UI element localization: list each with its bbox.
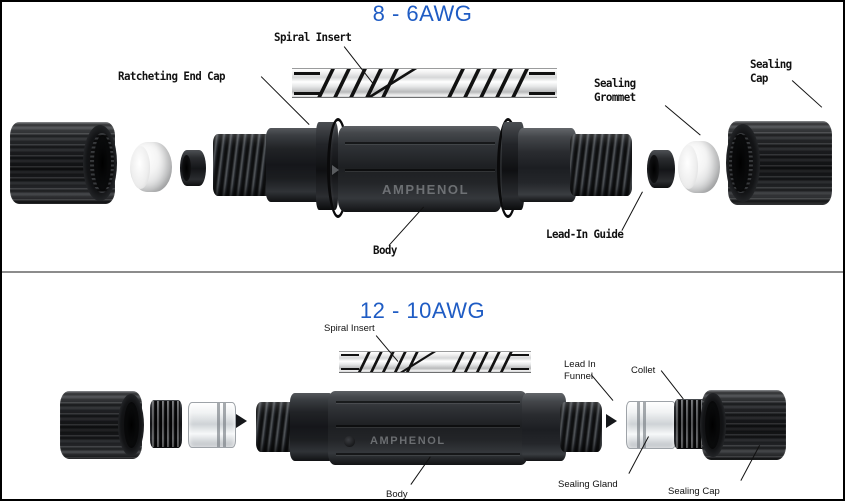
- panel-12-10awg: 12 - 10AWG AMPHENOL: [2, 273, 843, 499]
- part-body-thread-right: [570, 134, 632, 196]
- body-brand-amphenol: AMPHENOL: [370, 435, 446, 447]
- part-sealing-gland-left: [188, 402, 236, 448]
- label-sealing-cap: Sealing Cap: [750, 57, 792, 85]
- part-lead-in-guide-right: [647, 150, 675, 188]
- body-brand-amphenol: AMPHENOL: [382, 182, 470, 197]
- part-sealing-cap-left: [60, 391, 144, 459]
- leader-body: [388, 206, 425, 247]
- leader-collet: [660, 370, 684, 400]
- panel-title-8-6awg: 8 - 6AWG: [372, 2, 473, 26]
- label-sealing-grommet: Sealing Grommet: [594, 76, 636, 104]
- label-lead-in-funnel: Lead In Funnel: [564, 359, 596, 382]
- panel-8-6awg: 8 - 6AWG AMPHENOL: [2, 2, 843, 271]
- label-spiral-insert: Spiral Insert: [324, 323, 375, 334]
- panel-divider: [2, 271, 843, 273]
- part-collet-left: [150, 400, 182, 448]
- grommet-face: [130, 145, 151, 189]
- label-body: Body: [373, 243, 397, 257]
- part-sealing-cap: [726, 121, 832, 205]
- part-sealing-grommet-right: [678, 141, 720, 193]
- cap-bore: [732, 134, 749, 192]
- grommet-face: [678, 144, 699, 190]
- part-spiral-insert: [339, 351, 531, 373]
- cap-bore: [94, 135, 111, 191]
- body-groove-mid: [336, 425, 520, 427]
- label-ratcheting-end-cap: Ratcheting End Cap: [118, 69, 226, 83]
- label-sealing-cap: Sealing Cap: [668, 486, 720, 497]
- part-lead-in-guide-left: [180, 150, 206, 186]
- cap-bore: [705, 401, 720, 449]
- body-groove-top: [344, 142, 496, 144]
- leader-sealing-cap: [791, 80, 823, 108]
- body-arrow-left-icon: [332, 165, 339, 175]
- part-body-thread-right: [560, 402, 602, 452]
- part-spiral-insert: [292, 68, 557, 98]
- part-body-shoulder-left: [290, 393, 334, 461]
- spiral-bands: [339, 352, 531, 372]
- ring-bore: [649, 155, 659, 183]
- body-groove-mid: [344, 169, 496, 171]
- part-body: AMPHENOL: [328, 391, 528, 465]
- part-lead-in-funnel-right: [606, 414, 617, 428]
- collet-slots: [152, 401, 180, 447]
- part-sealing-gland-right: [626, 401, 676, 449]
- body-groove-top: [336, 401, 520, 403]
- part-sealing-grommet-left: [130, 142, 172, 192]
- part-body-thread-left: [213, 134, 273, 196]
- part-ratcheting-end-cap: [10, 122, 117, 204]
- part-body-shoulder-left: [266, 128, 322, 202]
- part-lead-in-funnel-left: [236, 414, 247, 428]
- part-body: AMPHENOL: [338, 126, 502, 212]
- label-collet: Collet: [631, 365, 656, 376]
- spiral-bands: [292, 69, 557, 97]
- panel-title-12-10awg: 12 - 10AWG: [359, 298, 486, 323]
- cap-bore: [124, 401, 139, 449]
- leader-sealing-grommet: [664, 105, 701, 136]
- part-body-shoulder-right: [518, 128, 576, 202]
- ring-bore: [182, 155, 191, 181]
- label-spiral-insert: Spiral Insert: [274, 30, 352, 44]
- part-sealing-cap-right: [700, 390, 786, 460]
- label-lead-in-guide: Lead-In Guide: [546, 227, 624, 241]
- label-sealing-gland: Sealing Gland: [558, 479, 618, 490]
- part-body-shoulder-right: [522, 393, 566, 461]
- body-vent-dot: [344, 436, 355, 447]
- body-groove-bot: [336, 453, 520, 455]
- leader-lead-in-guide: [621, 191, 644, 232]
- label-body: Body: [386, 489, 408, 499]
- part-body-thread-left: [256, 402, 296, 452]
